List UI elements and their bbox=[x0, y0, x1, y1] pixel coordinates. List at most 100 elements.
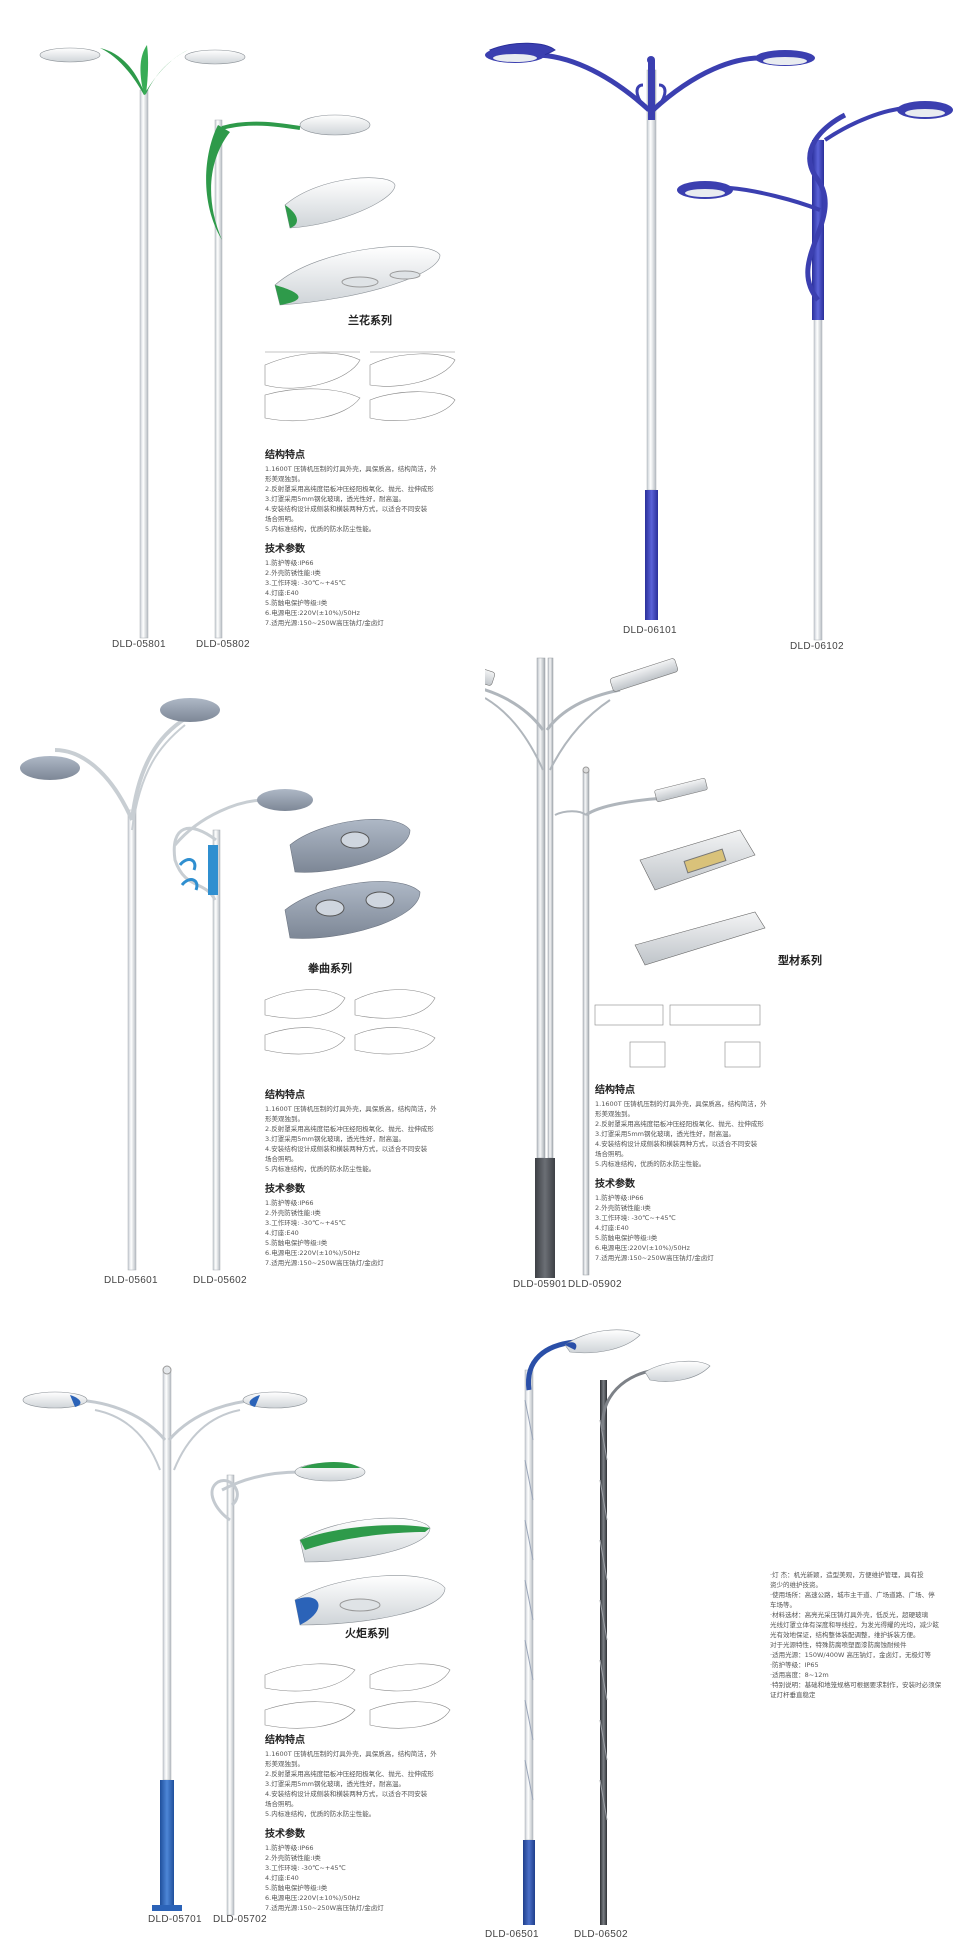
spec-line: 5.防触电保护等级:Ⅰ类 bbox=[595, 1234, 658, 1242]
tech-heading: 技术参数 bbox=[265, 1829, 305, 1840]
pole-05801 bbox=[139, 89, 149, 639]
note-line: ·防护等级：IP65 bbox=[770, 1661, 819, 1669]
lamp-head-left bbox=[485, 652, 496, 686]
model-label: DLD-06501 bbox=[485, 1929, 539, 1940]
note-line: 车场等。 bbox=[770, 1601, 796, 1609]
note-line: ·适用光源：150W/400W 高压钠灯，金卤灯，无极灯等 bbox=[770, 1651, 931, 1659]
lamp-head-right bbox=[609, 658, 679, 692]
series-title: 火炬系列 bbox=[345, 1627, 389, 1640]
structure-heading: 结构特点 bbox=[265, 1735, 305, 1746]
model-label: DLD-05902 bbox=[568, 1279, 622, 1290]
pole-base-05701 bbox=[160, 1780, 174, 1905]
spec-line: 2.反射罩采用高纯度铝板冲压经阳极氧化、抛光、拉伸成形 bbox=[265, 1125, 434, 1133]
torch-illustration bbox=[22, 1365, 451, 1916]
note-line: ·材料选材：高亮光采压铸灯具外壳，低反光，超硬玻璃 bbox=[770, 1611, 929, 1619]
twist-arm bbox=[805, 112, 847, 302]
spec-line: 3.灯罩采用5mm钢化玻璃，透光性好，耐高温。 bbox=[265, 1135, 406, 1143]
spec-line: 4.安装结构设计成侧装和横装两种方式，以适合不同安装 bbox=[265, 1790, 428, 1798]
leaf-arm-center bbox=[140, 45, 149, 95]
detail-lamp-1 bbox=[284, 177, 396, 229]
technical-drawing bbox=[264, 351, 456, 421]
spec-line: 3.工作环境: -30℃~+45℃ bbox=[265, 1864, 346, 1872]
lamp-head-side bbox=[299, 114, 371, 136]
spec-line: 5.内标准结构，优质的防水防尘性能。 bbox=[595, 1160, 706, 1168]
spec-line: 5.内标准结构，优质的防水防尘性能。 bbox=[265, 525, 376, 533]
panel-curl: 拳曲系列 DLD-05601 DLD-05602 结构特点 1.1600T 压铸… bbox=[0, 650, 485, 1300]
spec-line: 形美观独到。 bbox=[265, 1115, 304, 1123]
lamp-head-upper bbox=[160, 698, 220, 722]
arm-06502 bbox=[601, 1368, 656, 1431]
spec-line: 2.外壳防锈性能:Ⅰ类 bbox=[265, 1854, 321, 1862]
spec-line: 1.防护等级:IP66 bbox=[265, 559, 314, 567]
spec-line: 6.电源电压:220V(±10%)/50Hz bbox=[265, 609, 360, 617]
spec-line: 场合照明。 bbox=[265, 1800, 298, 1808]
technical-drawing bbox=[594, 1004, 761, 1068]
arm-upper bbox=[130, 708, 201, 821]
spec-line: 1.防护等级:IP66 bbox=[265, 1199, 314, 1207]
spec-line: 7.适用光源:150~250W高压钠灯/金卤灯 bbox=[265, 1259, 384, 1267]
structure-heading: 结构特点 bbox=[595, 1085, 635, 1096]
note-line: ·适用高度：8~12m bbox=[770, 1671, 829, 1679]
notes-block: ·灯 杰：机光新颖，造型美观，方便维护管理，具有投 资少的维护技资。 ·使用场所… bbox=[770, 1570, 960, 1700]
pole-05902 bbox=[582, 769, 590, 1276]
note-line: 对于光源特性，特殊防腐喷塑面漆防腐蚀耐候件 bbox=[770, 1641, 907, 1649]
pole-base-05901 bbox=[535, 1158, 555, 1278]
lamp-head-06502 bbox=[644, 1360, 711, 1382]
model-label: DLD-05601 bbox=[104, 1275, 158, 1286]
spec-line: 5.内标准结构，优质的防水防尘性能。 bbox=[265, 1810, 376, 1818]
spec-line: 2.反射罩采用高纯度铝板冲压经阳极氧化、抛光、拉伸成形 bbox=[265, 485, 434, 493]
spec-line: 3.灯罩采用5mm钢化玻璃，透光性好，耐高温。 bbox=[265, 1780, 406, 1788]
spec-line: 场合照明。 bbox=[595, 1150, 628, 1158]
spec-line: 4.安装结构设计成侧装和横装两种方式，以适合不同安装 bbox=[595, 1140, 758, 1148]
panel-blue-twin: DLD-06101 DLD-06102 bbox=[485, 0, 970, 652]
arm-right bbox=[651, 55, 761, 112]
note-line: ·灯 杰：机光新颖，造型美观，方便维护管理，具有投 bbox=[770, 1571, 924, 1579]
technical-drawing bbox=[264, 1663, 451, 1729]
panel-orchid: 兰花系列 DLD-05801 DLD-05802 结构特点 1.1600T 压铸… bbox=[0, 0, 485, 650]
spec-line: 1.1600T 压铸机压制的灯具外壳，具保质高，结构简洁，外 bbox=[265, 1105, 437, 1113]
arm-right bbox=[167, 1398, 266, 1441]
spec-line: 6.电源电压:220V(±10%)/50Hz bbox=[265, 1894, 360, 1902]
spec-line: 4.安装结构设计成侧装和横装两种方式，以适合不同安装 bbox=[265, 505, 428, 513]
tech-heading: 技术参数 bbox=[265, 544, 305, 555]
tech-heading: 技术参数 bbox=[265, 1184, 305, 1195]
structure-heading: 结构特点 bbox=[265, 1090, 305, 1101]
spec-line: 场合照明。 bbox=[265, 515, 298, 523]
curl-arm bbox=[172, 826, 217, 901]
series-title: 兰花系列 bbox=[348, 314, 392, 327]
note-line: 证灯杆垂直稳定 bbox=[770, 1691, 816, 1699]
spec-line: 4.灯座:E40 bbox=[265, 1874, 299, 1882]
spec-line: 1.防护等级:IP66 bbox=[595, 1194, 644, 1202]
note-line: 光线灯罩立体有深度和导线控，为发光得耀的光均，减少眩 bbox=[770, 1621, 939, 1629]
torch-arm bbox=[210, 1479, 239, 1522]
lamp-head-left bbox=[20, 756, 80, 780]
arm-06501 bbox=[526, 1339, 576, 1391]
pole-06502 bbox=[600, 1380, 607, 1925]
arm-left bbox=[485, 688, 545, 731]
tech-heading: 技术参数 bbox=[595, 1179, 635, 1190]
pole-05602 bbox=[212, 829, 221, 1271]
spec-line: 3.灯罩采用5mm钢化玻璃，透光性好，耐高温。 bbox=[595, 1130, 736, 1138]
pole-06501 bbox=[524, 1369, 534, 1841]
spec-line: 3.灯罩采用5mm钢化玻璃，透光性好，耐高温。 bbox=[265, 495, 406, 503]
pole-05802 bbox=[214, 119, 223, 639]
spec-line: 形美观独到。 bbox=[595, 1110, 634, 1118]
spec-line: 4.灯座:E40 bbox=[595, 1224, 629, 1232]
detail-lamp-2 bbox=[274, 246, 441, 306]
lamp-head-right bbox=[257, 789, 313, 811]
spec-line: 形美观独到。 bbox=[265, 1760, 304, 1768]
spec-line: 1.1600T 压铸机压制的灯具外壳，具保质高，结构简洁，外 bbox=[265, 465, 437, 473]
spec-block: 结构特点 1.1600T 压铸机压制的灯具外壳，具保质高，结构简洁，外 形美观独… bbox=[265, 440, 465, 628]
panel-profile: 型材系列 DLD-05901 DLD-05902 结构特点 1.1600T 压铸… bbox=[485, 650, 970, 1300]
spec-line: 4.安装结构设计成侧装和横装两种方式，以适合不同安装 bbox=[265, 1145, 428, 1153]
note-line: ·使用场所：高速公路，城市主干道、广场道路、广场、停 bbox=[770, 1591, 935, 1599]
model-label: DLD-05901 bbox=[513, 1279, 567, 1290]
note-line: ·特别说明：基础和地笼规格可根据要求制作，安装时必须保 bbox=[770, 1681, 942, 1689]
spec-line: 6.电源电压:220V(±10%)/50Hz bbox=[265, 1249, 360, 1257]
spec-line: 形美观独到。 bbox=[265, 475, 304, 483]
model-label: DLD-05602 bbox=[193, 1275, 247, 1286]
model-label: DLD-05801 bbox=[112, 639, 166, 650]
pole-05901 bbox=[536, 657, 546, 1159]
lamp-head-left bbox=[39, 47, 101, 63]
spec-line: 3.工作环境: -30℃~+45℃ bbox=[595, 1214, 676, 1222]
